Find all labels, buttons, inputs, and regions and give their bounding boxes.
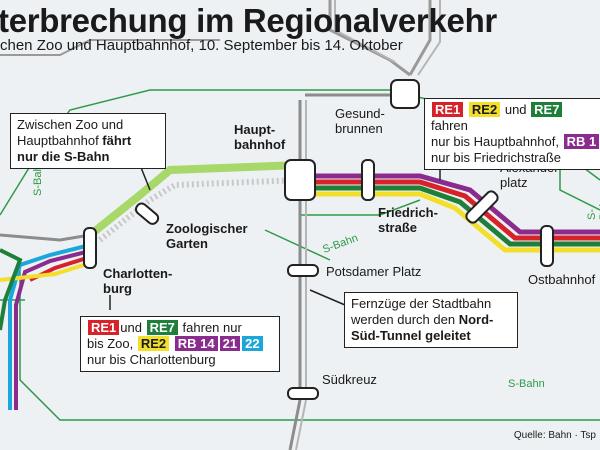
station-label-gesundbrunnen: Gesund- brunnen [335, 106, 385, 136]
tag-re2-west: RE2 [137, 336, 170, 351]
tag-re1-west: RE1 [88, 320, 120, 335]
callout-east-text2: nur bis Hauptbahnhof, [431, 134, 559, 149]
station-charlottenburg-marker [83, 227, 97, 269]
station-label-hauptbahnhof: Haupt- bahnhof [234, 122, 286, 152]
callout-zoo-hauptbahnhof: Zwischen Zoo und Hauptbahnhof fährt nur … [10, 113, 166, 169]
callout-fernzuege: Fernzüge der Stadtbahn werden durch den … [344, 292, 518, 348]
callout-west-text2: bis Zoo, [87, 336, 134, 351]
tag-rb14: RB 14 [174, 336, 218, 351]
callout-zoo-line1: Zwischen Zoo und [17, 117, 124, 132]
station-suedkreuz-marker [287, 387, 319, 400]
tag-rb21: 21 [219, 336, 241, 351]
station-label-zoologischer-garten: Zoologischer Garten [166, 221, 248, 251]
station-label-charlottenburg: Charlotten- burg [103, 266, 173, 296]
tag-re1: RE1 [432, 102, 464, 117]
tag-re7-west: RE7 [146, 320, 178, 335]
callout-zoo-line2-bold: fährt [102, 133, 132, 148]
page-title: terbrechung im Regionalverkehr [0, 2, 497, 39]
station-label-potsdamer-platz: Potsdamer Platz [326, 264, 422, 279]
station-gesundbrunnen-marker [390, 79, 420, 109]
callout-east-text3: nur bis Friedrichstraße [431, 150, 562, 165]
tag-rb: RB 1 [563, 134, 600, 149]
sbahn-label-south: S-Bahn [508, 378, 545, 390]
station-hauptbahnhof-marker [284, 159, 316, 201]
callout-zoo-line3: nur die S-Bahn [17, 149, 110, 164]
tag-rb22: 22 [242, 336, 263, 351]
tag-re2: RE2 [468, 102, 501, 117]
source-note: Quelle: Bahn · Tsp [513, 430, 596, 441]
station-alexanderplatz-marker [465, 190, 499, 224]
callout-east-und: und [504, 102, 527, 117]
station-label-friedrichstrasse: Friedrich- straße [378, 205, 438, 235]
callout-west-und: und [120, 320, 142, 335]
callout-fern-line2-bold: Nord- [458, 312, 494, 327]
callout-west-text1: fahren nur [182, 320, 242, 335]
station-label-suedkreuz: Südkreuz [322, 372, 377, 387]
station-ostbahnhof-marker [540, 225, 554, 267]
station-label-ostbahnhof: Ostbahnhof [528, 272, 596, 287]
callout-east-text1: fahren [431, 118, 468, 133]
sbahn-label-east: S-Bahn [586, 194, 600, 220]
station-zoo-marker [134, 202, 160, 225]
callout-zoo-line2: Hauptbahnhof [17, 133, 103, 148]
callout-east: RE1 RE2 und RE7 fahren nur bis Hauptbahn… [424, 98, 600, 170]
station-friedrichstrasse-marker [361, 159, 375, 201]
tag-re7: RE7 [531, 102, 563, 117]
callout-fern-line1: Fernzüge der Stadtbahn [351, 296, 492, 311]
callout-fern-line3: Süd-Tunnel geleitet [351, 328, 471, 343]
callout-west-text3: nur bis Charlottenburg [87, 352, 216, 367]
station-potsdamer-platz-marker [287, 264, 319, 277]
callout-fern-line2: werden durch den [351, 312, 459, 327]
page-subtitle: chen Zoo und Hauptbahnhof, 10. September… [0, 37, 403, 54]
